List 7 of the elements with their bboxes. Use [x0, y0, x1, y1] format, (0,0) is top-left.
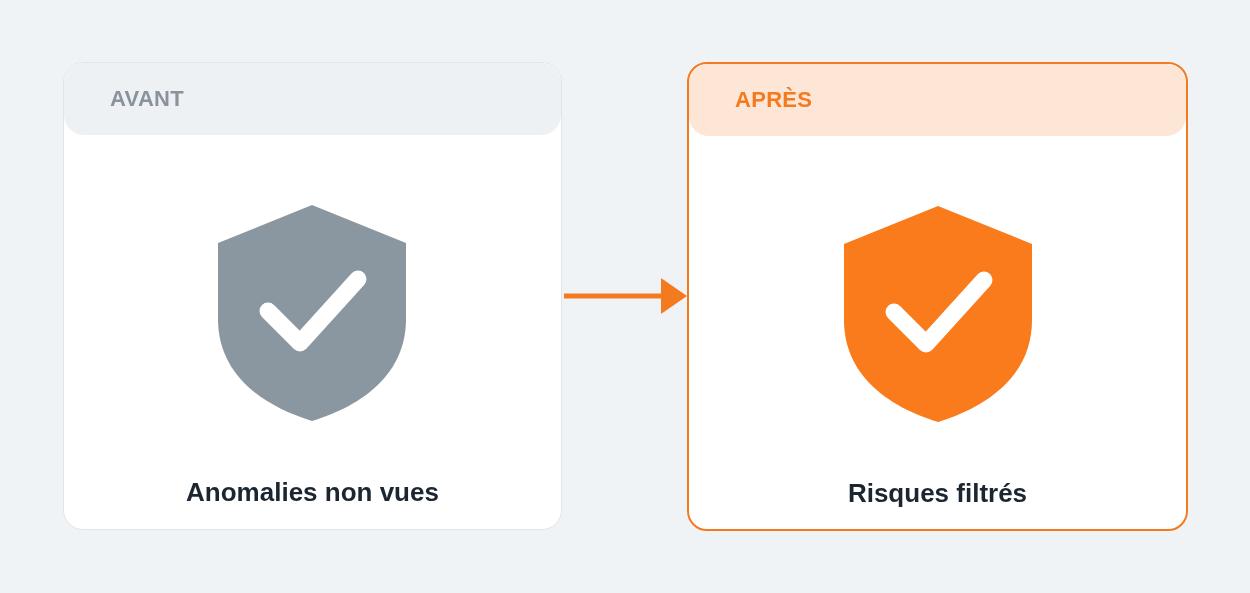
card-panel [63, 62, 562, 530]
card-caption: Risques filtrés [847, 477, 1028, 509]
card-panel [687, 62, 1188, 531]
card-heading: APRÈS [689, 64, 1186, 136]
arrow [564, 278, 687, 314]
card-heading: AVANT [64, 63, 561, 135]
card-caption: Anomalies non vues [186, 476, 439, 508]
